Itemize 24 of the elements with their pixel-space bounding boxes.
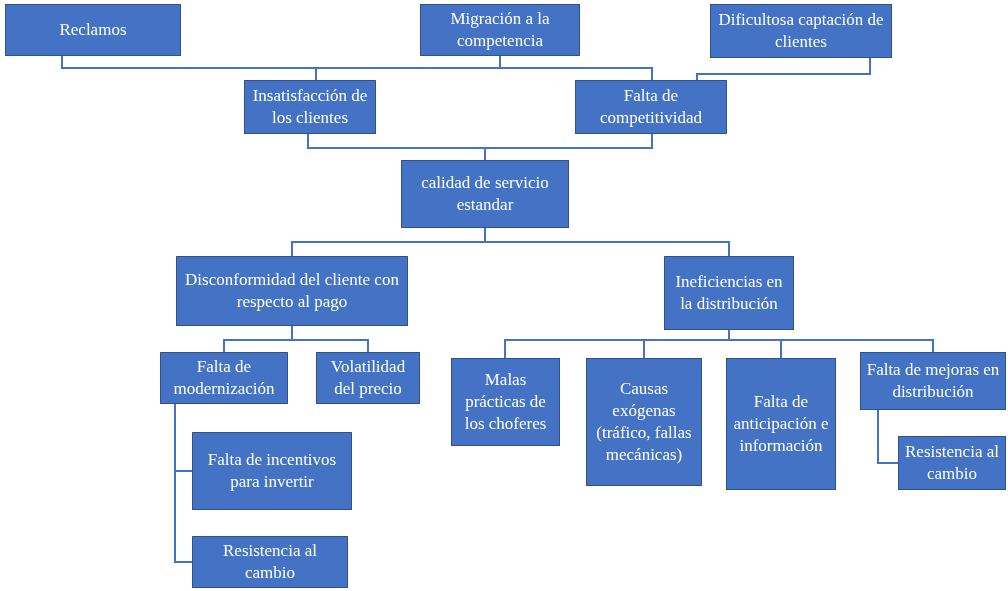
cause-box: Malas prácticas de los choferes [451,358,560,446]
cause-box: Dificultosa captación de clientes [710,4,892,58]
cause-box: Reclamos [5,4,181,56]
cause-box: Causas exógenas (tráfico, fallas mecánicas) [586,358,702,486]
cause-box: Disconformidad del cliente con respecto al pago [176,256,408,326]
cause-box: Volatilidad del precio [316,352,420,404]
connector-line [291,325,369,353]
cause-box: Ineficiencias en la distribución [664,256,794,330]
cause-box: Falta de competitividad [575,80,727,134]
connector-line [484,133,653,161]
cause-box: Falta de incentivos para invertir [192,432,352,510]
cause-box: calidad de servicio estandar [401,160,569,228]
cause-box: Insatisfacción de los clientes [244,80,376,134]
cause-box: Migración a la competencia [420,4,580,56]
connector-line [728,329,934,353]
cause-box: Falta de anticipación e información [726,358,836,490]
connector-line [877,409,899,464]
cause-box: Falta de mejoras en distribución [860,352,1006,410]
connector-line [499,55,653,81]
connector-line [174,403,193,563]
cause-box: Falta de modernización [160,352,288,404]
connector-line [696,57,871,81]
cause-box: Resistencia al cambio [192,536,348,588]
cause-box: Resistencia al cambio [898,436,1006,490]
